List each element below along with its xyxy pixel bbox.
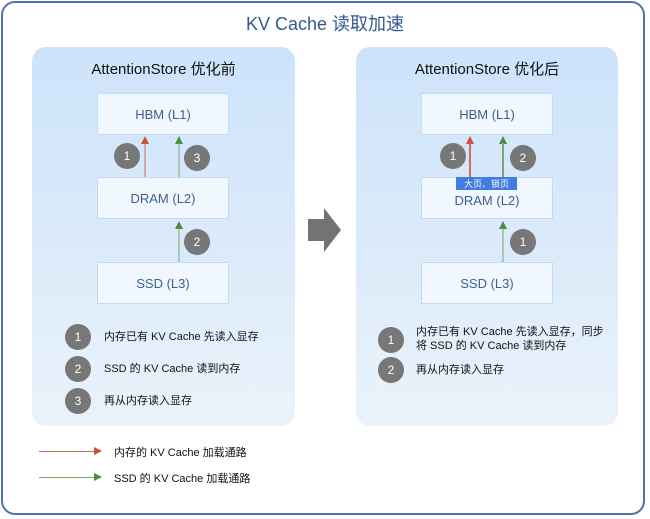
- ssd-path-key-line: [39, 477, 95, 478]
- ssd-path-key-label: SSD 的 KV Cache 加载通路: [114, 473, 251, 485]
- ssd-path-arrow-hbm-after: [499, 136, 507, 179]
- step-legend-circle: 1: [65, 324, 91, 350]
- tier-ssd-after: SSD (L3): [421, 262, 553, 304]
- panel-title-before: AttentionStore 优化前: [91, 61, 236, 78]
- memory-path-key-line: [39, 451, 95, 452]
- step-legend-circle: 3: [65, 388, 91, 414]
- arrow-head-icon: [175, 136, 183, 144]
- optimization-tag: 大页、锁页: [456, 177, 517, 190]
- memory-path-key-label: 内存的 KV Cache 加载通路: [114, 447, 247, 459]
- arrow-head-icon: [141, 136, 149, 144]
- step-circle: 2: [184, 229, 210, 255]
- panel-title-after: AttentionStore 优化后: [414, 61, 560, 78]
- tier-hbm-before: HBM (L1): [97, 93, 229, 135]
- step-circle: 2: [510, 145, 536, 171]
- tier-ssd-before: SSD (L3): [97, 262, 229, 304]
- arrow-head-icon: [499, 136, 507, 144]
- arrow-head-icon: [94, 447, 102, 455]
- step-legend-text: SSD 的 KV Cache 读到内存: [104, 363, 241, 375]
- step-circle: 3: [184, 145, 210, 171]
- memory-path-arrow-before: [141, 136, 149, 177]
- arrow-head-icon: [499, 221, 507, 229]
- step-legend-text: 再从内存读入显存: [104, 395, 192, 407]
- ssd-path-arrow-hbm-before: [175, 136, 183, 177]
- step-legend-text: 再从内存读入显存: [416, 364, 504, 376]
- step-legend-text-line2: 将 SSD 的 KV Cache 读到内存: [416, 340, 567, 352]
- step-legend-circle: 2: [65, 356, 91, 382]
- step-legend-circle: 2: [378, 357, 404, 383]
- ssd-path-arrow-dram-after: [499, 221, 507, 262]
- ssd-path-arrow-dram-before: [175, 221, 183, 262]
- step-legend-circle: 1: [378, 327, 404, 353]
- step-circle: 1: [510, 229, 536, 255]
- right-arrow-icon: [308, 208, 341, 252]
- step-legend-text-line1: 内存已有 KV Cache 先读入显存，同步: [416, 326, 604, 338]
- step-legend-text: 内存已有 KV Cache 先读入显存: [104, 331, 259, 343]
- memory-path-arrow-after: [466, 136, 474, 179]
- tier-hbm-after: HBM (L1): [421, 93, 553, 135]
- tier-dram-before: DRAM (L2): [97, 177, 229, 219]
- arrow-head-icon: [94, 473, 102, 481]
- diagram-title: KV Cache 读取加速: [245, 14, 405, 34]
- arrow-head-icon: [175, 221, 183, 229]
- step-circle: 1: [114, 143, 140, 169]
- arrow-head-icon: [466, 136, 474, 144]
- step-circle: 1: [440, 143, 466, 169]
